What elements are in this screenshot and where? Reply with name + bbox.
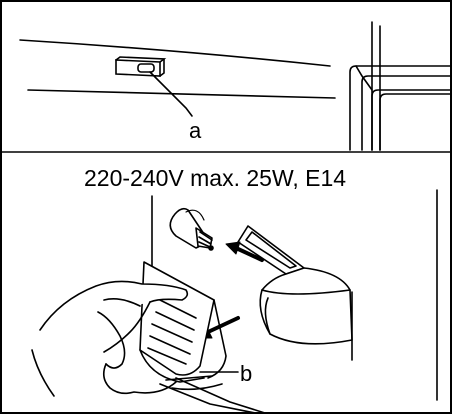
ceiling-line-upper <box>19 39 331 67</box>
hand <box>31 280 269 414</box>
insert-arrow-icon <box>225 241 264 262</box>
bottom-panel <box>31 189 438 414</box>
door-frame <box>349 65 452 151</box>
spec-text: 220-240V max. 25W, E14 <box>84 165 346 191</box>
top-panel <box>19 21 452 151</box>
lamp-socket-housing <box>237 225 353 361</box>
door-switch <box>115 56 167 77</box>
lamp-cover <box>139 261 227 391</box>
light-bulb <box>169 207 214 251</box>
label-a: a <box>189 118 202 143</box>
leader-line-a <box>149 71 193 117</box>
ceiling-line-lower <box>27 89 336 99</box>
label-b: b <box>240 361 252 386</box>
